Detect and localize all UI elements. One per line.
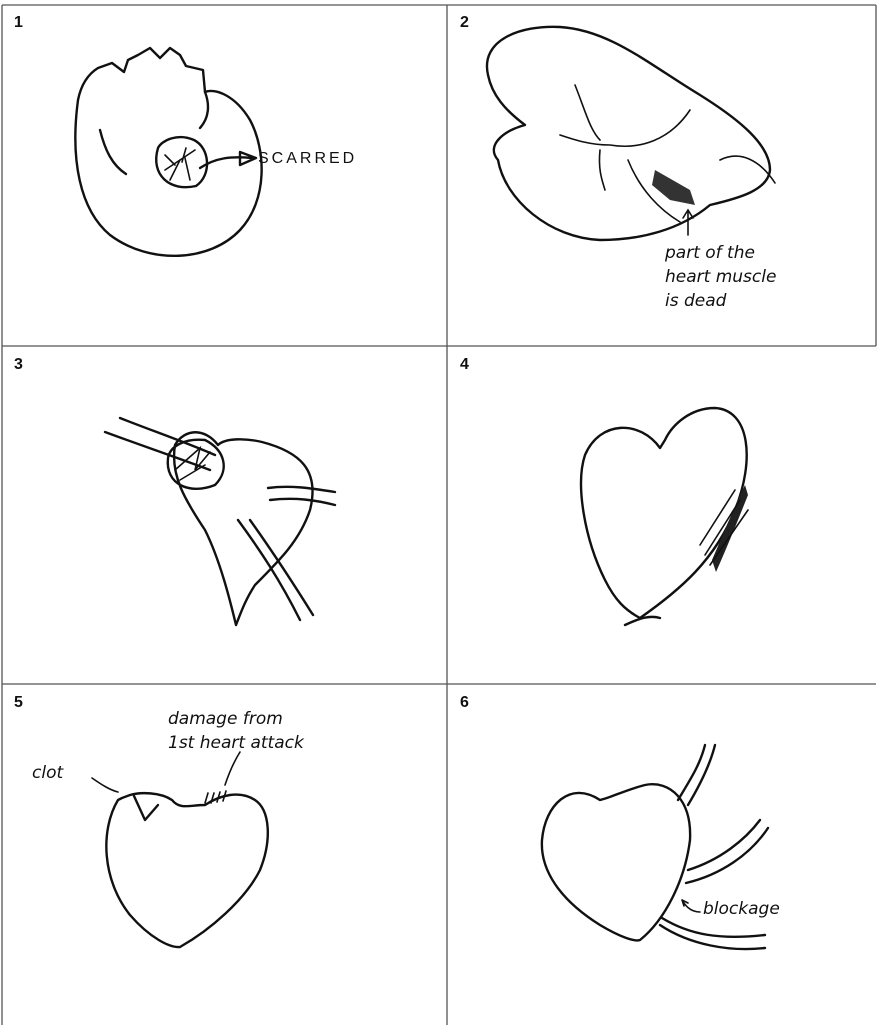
blockage-label: blockage <box>703 898 780 920</box>
